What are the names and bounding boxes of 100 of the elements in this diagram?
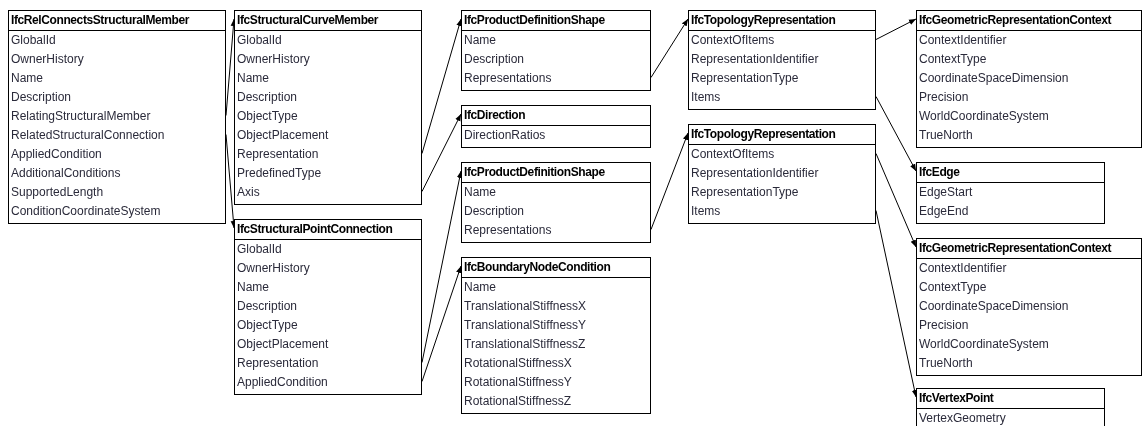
class-name: IfcProductDefinitionShape xyxy=(462,11,650,31)
class-box xyxy=(461,10,651,91)
attribute-name: AppliedCondition xyxy=(10,146,103,163)
attribute-name: WorldCoordinateSystem xyxy=(918,108,1050,125)
class-box xyxy=(688,124,876,224)
attribute-name: Axis xyxy=(236,184,261,201)
attribute-name: EdgeEnd xyxy=(918,203,970,220)
arrow xyxy=(421,170,463,363)
attribute-name: TranslationalStiffnessX xyxy=(463,298,588,315)
attribute-name: Precision xyxy=(918,317,970,334)
attribute-name: AppliedCondition xyxy=(236,374,329,391)
arrow xyxy=(421,265,462,382)
attribute-name: CoordinateSpaceDimension xyxy=(918,70,1070,87)
attribute-name: Representations xyxy=(463,70,553,87)
attribute-name: Representation xyxy=(236,146,320,163)
arrow xyxy=(875,96,917,172)
class-box xyxy=(461,105,651,148)
attribute-name: RepresentationIdentifier xyxy=(690,165,820,182)
class-name: IfcTopologyRepresentation xyxy=(689,125,875,145)
attribute-name: OwnerHistory xyxy=(236,51,311,68)
attribute-name: RepresentationIdentifier xyxy=(690,51,820,68)
class-name: IfcStructuralCurveMember xyxy=(235,11,421,31)
attribute-name: ContextType xyxy=(918,51,988,68)
attribute-name: TranslationalStiffnessY xyxy=(463,317,588,334)
attribute-name: OwnerHistory xyxy=(236,260,311,277)
attribute-name: DirectionRatios xyxy=(463,127,547,144)
attribute-name: ContextOfItems xyxy=(690,32,776,49)
class-box xyxy=(916,238,1142,376)
class-name: IfcVertexPoint xyxy=(917,389,1104,409)
class-box xyxy=(688,10,876,110)
arrow xyxy=(875,153,917,248)
attribute-name: RepresentationType xyxy=(690,70,800,87)
class-box xyxy=(916,10,1142,148)
attribute-name: ObjectType xyxy=(236,108,299,125)
class-box xyxy=(234,10,422,205)
attribute-name: Precision xyxy=(918,89,970,106)
arrow xyxy=(650,18,689,78)
attribute-name: ObjectPlacement xyxy=(236,127,330,144)
arrow xyxy=(875,18,917,40)
attribute-name: GlobalId xyxy=(236,32,283,49)
attribute-name: ContextIdentifier xyxy=(918,32,1008,49)
attribute-name: OwnerHistory xyxy=(10,51,85,68)
class-name: IfcTopologyRepresentation xyxy=(689,11,875,31)
attribute-name: Items xyxy=(690,89,722,106)
attribute-name: Name xyxy=(463,32,497,49)
attribute-name: ContextIdentifier xyxy=(918,260,1008,277)
attribute-name: Name xyxy=(236,279,270,296)
class-name: IfcStructuralPointConnection xyxy=(235,220,421,240)
attribute-name: Representations xyxy=(463,222,553,239)
attribute-name: ObjectType xyxy=(236,317,299,334)
arrow xyxy=(421,18,462,154)
attribute-name: Description xyxy=(463,51,526,68)
attribute-name: SupportedLength xyxy=(10,184,105,201)
attribute-name: RotationalStiffnessY xyxy=(463,374,573,391)
class-name: IfcDirection xyxy=(462,106,650,126)
attribute-name: RotationalStiffnessZ xyxy=(463,393,573,410)
attribute-name: TrueNorth xyxy=(918,127,974,144)
attribute-name: AdditionalConditions xyxy=(10,165,122,182)
attribute-name: GlobalId xyxy=(236,241,283,258)
class-name: IfcRelConnectsStructuralMember xyxy=(9,11,225,31)
attribute-name: PredefinedType xyxy=(236,165,323,182)
attribute-name: RepresentationType xyxy=(690,184,800,201)
class-name: IfcProductDefinitionShape xyxy=(462,163,650,183)
class-box xyxy=(461,257,651,414)
class-name: IfcEdge xyxy=(917,163,1104,183)
arrow xyxy=(875,210,918,398)
attribute-name: WorldCoordinateSystem xyxy=(918,336,1050,353)
attribute-name: RotationalStiffnessX xyxy=(463,355,573,372)
class-name: IfcGeometricRepresentationContext xyxy=(917,239,1141,259)
attribute-name: CoordinateSpaceDimension xyxy=(918,298,1070,315)
attribute-name: TranslationalStiffnessZ xyxy=(463,336,587,353)
class-box xyxy=(234,219,422,395)
attribute-name: RelatedStructuralConnection xyxy=(10,127,166,144)
attribute-name: Description xyxy=(10,89,73,106)
attribute-name: Name xyxy=(236,70,270,87)
class-box xyxy=(461,162,651,243)
attribute-name: VertexGeometry xyxy=(918,410,1007,426)
class-name: IfcGeometricRepresentationContext xyxy=(917,11,1141,31)
attribute-name: Description xyxy=(236,298,299,315)
attribute-name: RelatingStructuralMember xyxy=(10,108,152,125)
attribute-name: Representation xyxy=(236,355,320,372)
class-box xyxy=(8,10,226,224)
class-name: IfcBoundaryNodeCondition xyxy=(462,258,650,278)
attribute-name: ConditionCoordinateSystem xyxy=(10,203,162,220)
attribute-name: Name xyxy=(463,184,497,201)
attribute-name: Name xyxy=(463,279,497,296)
class-box xyxy=(916,388,1105,426)
attribute-name: GlobalId xyxy=(10,32,57,49)
attribute-name: TrueNorth xyxy=(918,355,974,372)
class-box xyxy=(916,162,1105,224)
attribute-name: ContextType xyxy=(918,279,988,296)
attribute-name: Description xyxy=(236,89,299,106)
attribute-name: Description xyxy=(463,203,526,220)
arrow xyxy=(650,132,689,230)
attribute-name: EdgeStart xyxy=(918,184,974,201)
attribute-name: ObjectPlacement xyxy=(236,336,330,353)
attribute-name: Items xyxy=(690,203,722,220)
arrow xyxy=(421,113,462,192)
attribute-name: Name xyxy=(10,70,44,87)
attribute-name: ContextOfItems xyxy=(690,146,776,163)
